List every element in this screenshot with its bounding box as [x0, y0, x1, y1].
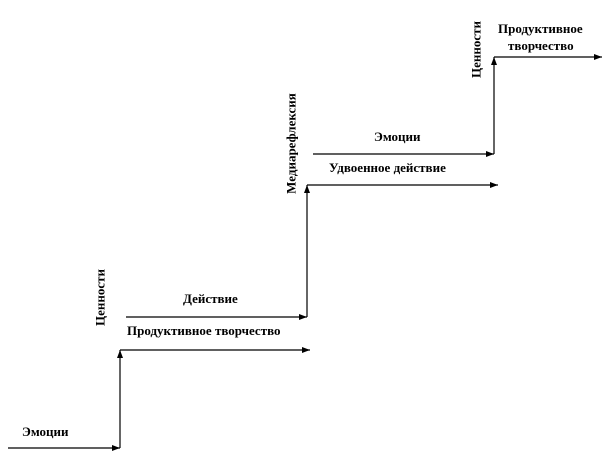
label-productive-creativity-2-line2: творчество: [508, 38, 574, 53]
label-productive-creativity-1: Продуктивное творчество: [127, 323, 281, 338]
label-emotions-1: Эмоции: [22, 424, 69, 439]
label-productive-creativity-2-line1: Продуктивное: [498, 21, 583, 36]
label-action: Действие: [183, 291, 238, 306]
label-mediareflection: Медиарефлексия: [283, 93, 299, 194]
label-values-1: Ценности: [92, 269, 108, 327]
label-emotions-2: Эмоции: [374, 129, 421, 144]
label-doubled-action: Удвоенное действие: [329, 160, 446, 175]
label-values-2: Ценности: [468, 21, 484, 79]
